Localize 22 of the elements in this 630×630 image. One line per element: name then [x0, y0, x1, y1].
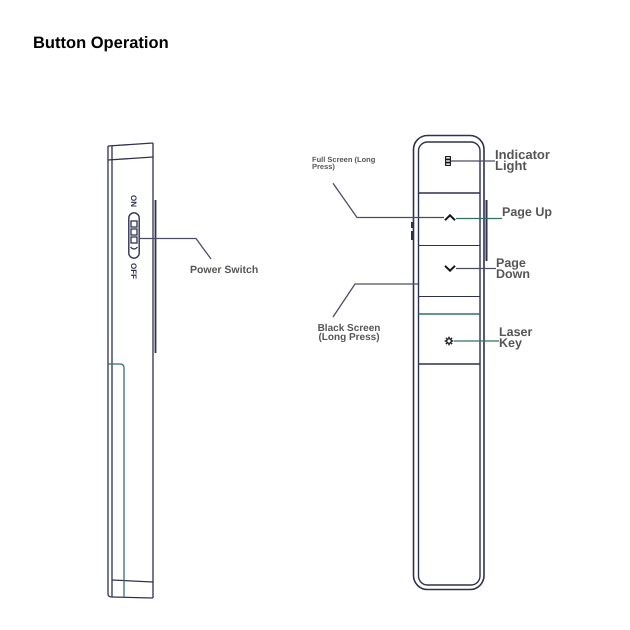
gear-icon — [444, 336, 454, 346]
callout-label: Laser Key — [499, 327, 545, 348]
indicator-light-icon — [445, 156, 451, 166]
leader-line — [332, 283, 418, 318]
chevron-down-icon — [444, 265, 456, 272]
callout-label: Page Down — [496, 258, 542, 280]
leader-line — [456, 268, 496, 270]
callout-label: Black Screen (Long Press) — [311, 325, 387, 342]
switch-marking: OFF — [129, 263, 137, 279]
leader-line — [451, 160, 495, 162]
leader-line — [454, 340, 499, 342]
switch-marking: ON — [129, 195, 137, 207]
callout-label: Power Switch — [190, 265, 270, 277]
presenter-button — [418, 245, 480, 297]
callout-label: Indicator Light — [495, 149, 559, 172]
chevron-up-icon — [444, 214, 456, 221]
callout-label: Page Up — [502, 206, 562, 220]
slide-switch-icon — [128, 212, 140, 259]
leader-line — [332, 182, 444, 218]
leader-line — [140, 238, 212, 260]
leader-line — [456, 218, 502, 220]
title: Button Operation — [33, 33, 169, 54]
